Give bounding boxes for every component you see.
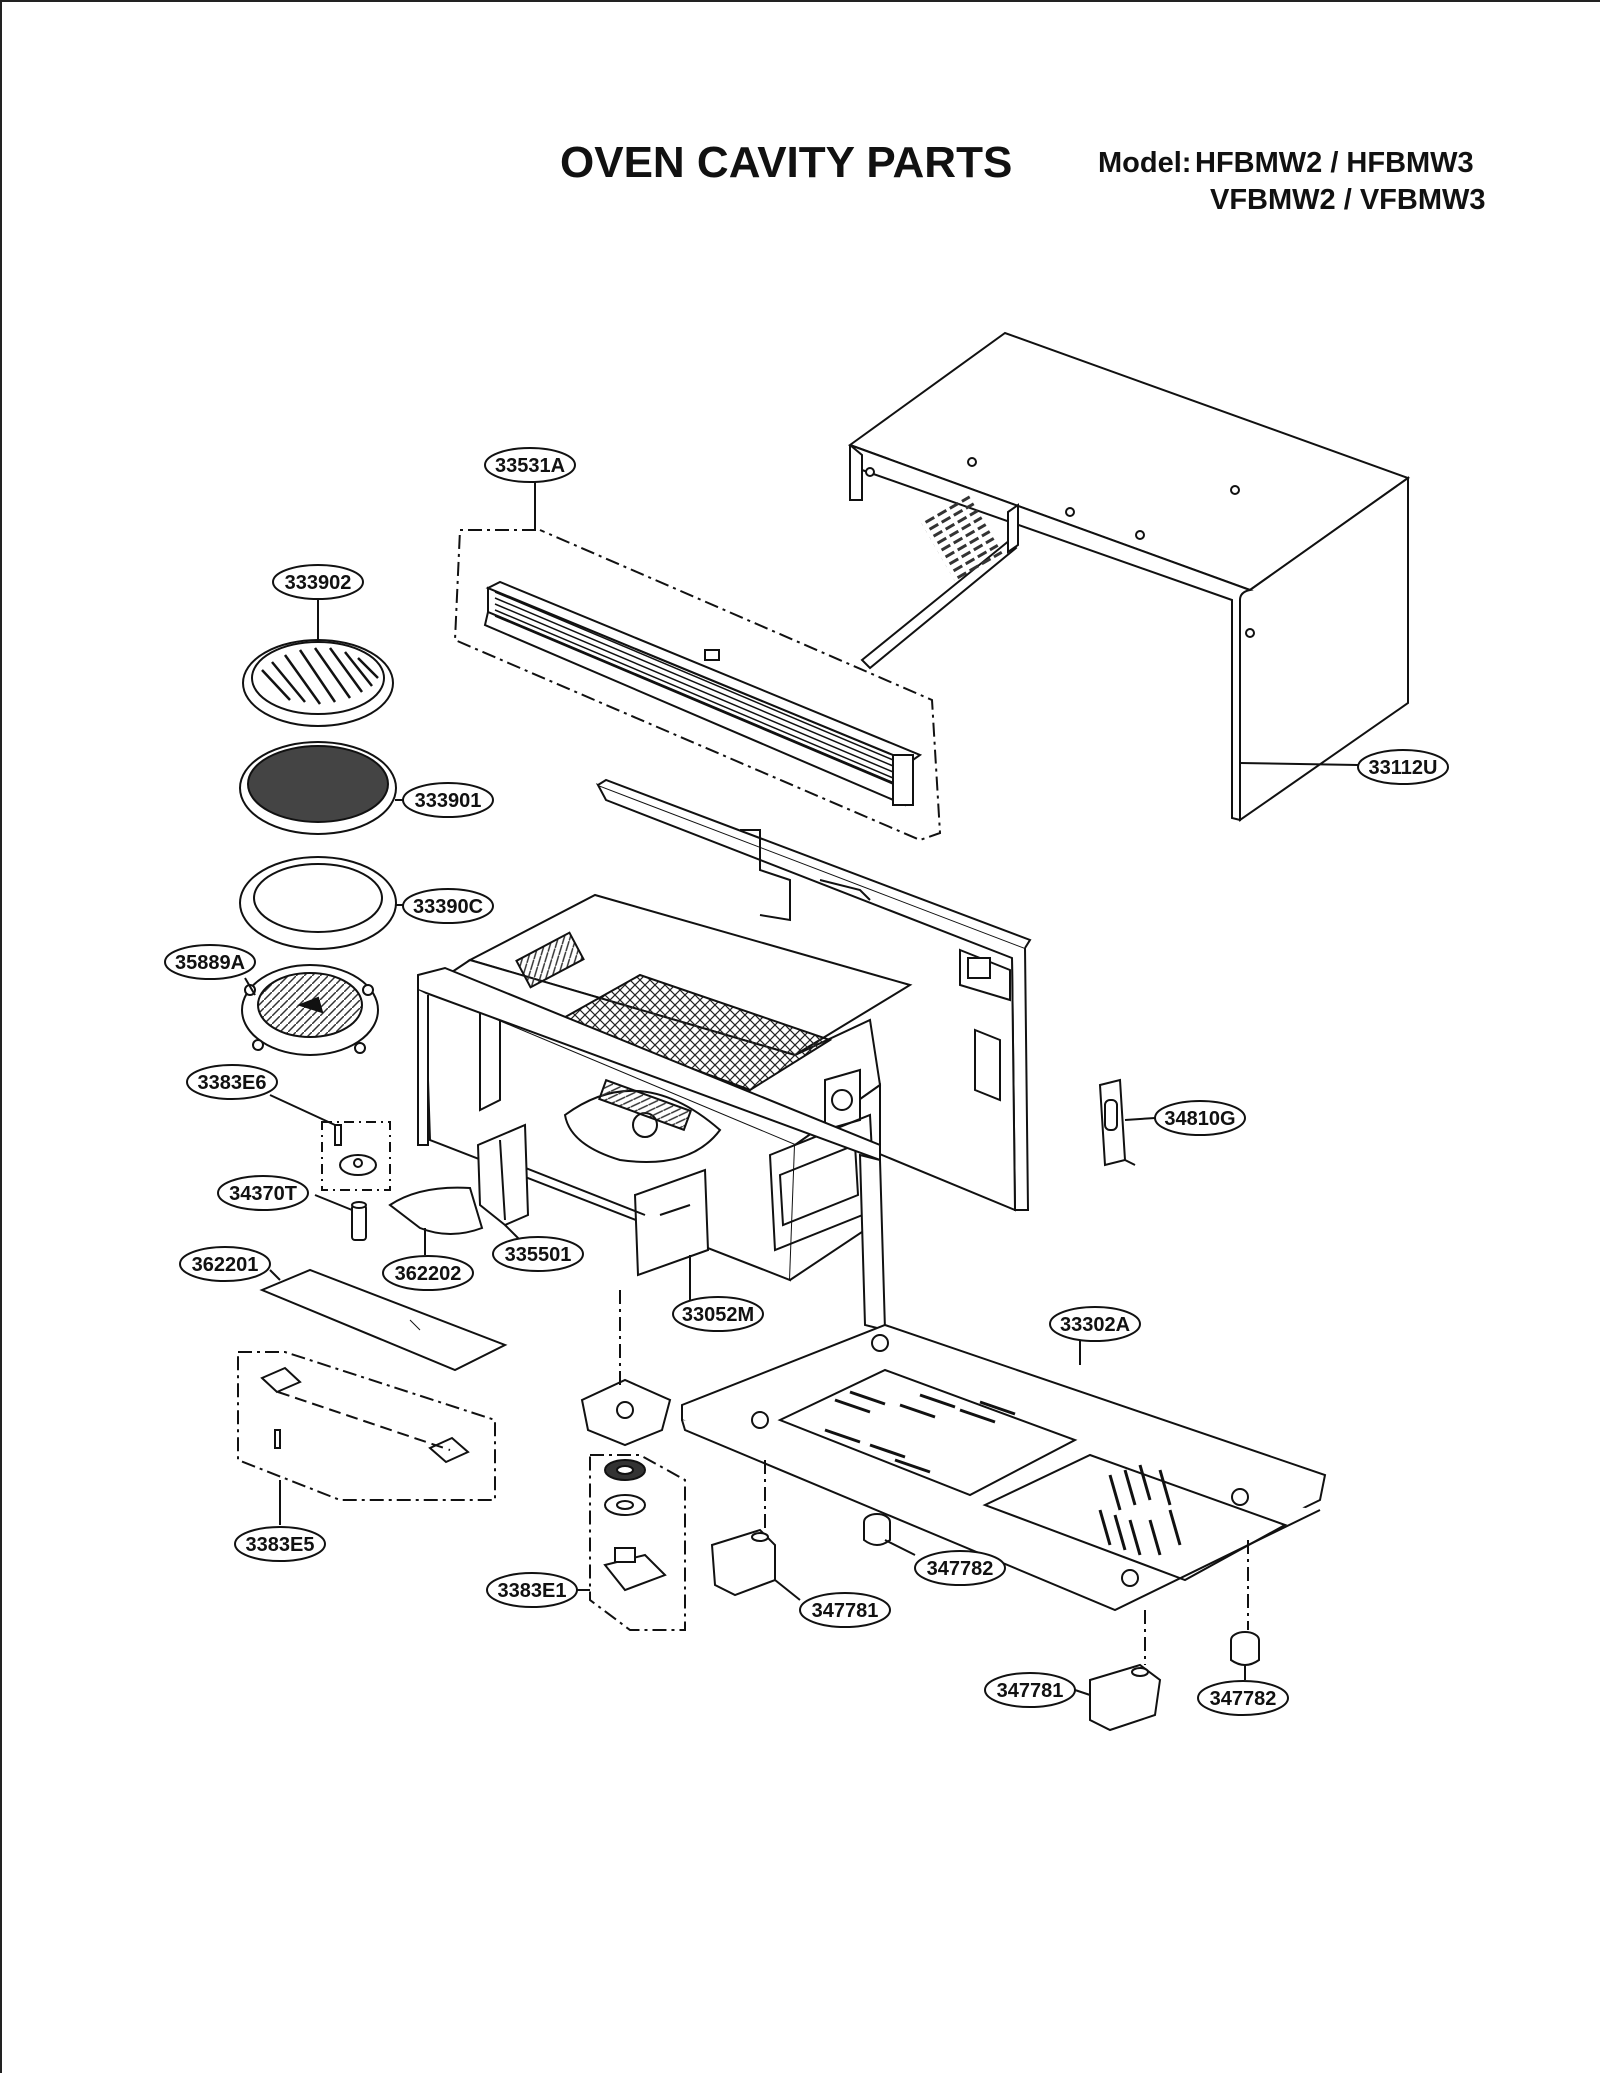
callouts [164, 447, 1449, 1716]
callout-bubble [1357, 749, 1449, 785]
callout-bubble [272, 564, 364, 600]
sensor-34810G [1098, 1078, 1136, 1167]
callout-bubble [914, 1550, 1006, 1586]
label-34370T: 34370T [229, 1183, 297, 1205]
stirrer-cover-362201 [259, 1268, 508, 1372]
callout-bubble [234, 1526, 326, 1562]
callout-bubble [1197, 1680, 1289, 1716]
waveguide-cover-362202 [388, 1186, 484, 1235]
callout-bubble [186, 1064, 278, 1100]
foot-347782-left [863, 1513, 891, 1546]
glass-tray-33390C [239, 856, 397, 950]
callout-bubble [402, 782, 494, 818]
foot-347781-right [1089, 1663, 1162, 1732]
motor-dash-box [589, 1454, 686, 1631]
shaft-34370T [351, 1201, 367, 1241]
label-347781-left: 347781 [812, 1600, 879, 1622]
page-border-left [0, 0, 2, 2073]
crisper-tray-333901 [239, 741, 397, 835]
callout-labels: 33531A 333902 333901 33390C 35889A 3383E… [175, 455, 1438, 1710]
coupler-dash-box [321, 1121, 391, 1191]
outer-cabinet [847, 331, 1411, 822]
label-333901: 333901 [415, 790, 482, 812]
plate-parts-3383E5 [260, 1366, 470, 1464]
grille-dash-outline [453, 475, 942, 842]
front-frame-33052M [417, 966, 887, 1332]
grill-rack-333902 [242, 639, 394, 727]
label-347781-right: 347781 [997, 1680, 1064, 1702]
callout-bubble [382, 1255, 474, 1291]
label-35889A: 35889A [175, 952, 245, 974]
callout-bubble [1049, 1306, 1141, 1342]
foot-347781-left [710, 1528, 776, 1597]
label-3383E1: 3383E1 [498, 1580, 567, 1602]
leader-lines [244, 483, 1359, 1696]
callout-bubble [217, 1175, 309, 1211]
callout-bubble [672, 1296, 764, 1332]
model-label: Model: [1098, 147, 1192, 179]
label-33302A: 33302A [1060, 1314, 1130, 1336]
callout-bubble [1154, 1100, 1246, 1136]
callout-bubble [492, 1236, 584, 1272]
callout-bubble [486, 1572, 578, 1608]
label-3383E5: 3383E5 [246, 1534, 315, 1556]
base-plate-33302A [681, 1323, 1327, 1612]
callout-bubble [164, 944, 256, 980]
model-line-1: HFBMW2 / HFBMW3 [1195, 147, 1474, 179]
callout-bubble [984, 1672, 1076, 1708]
model-line-2: VFBMW2 / VFBMW3 [1210, 184, 1486, 216]
label-34810G: 34810G [1164, 1108, 1235, 1130]
label-333902: 333902 [285, 572, 352, 594]
callout-bubble [799, 1592, 891, 1628]
callout-bubble [484, 447, 576, 483]
turntable-motor-3383E1 [580, 1378, 672, 1592]
coupler-3383E6 [334, 1124, 377, 1176]
diagram-title: OVEN CAVITY PARTS [560, 138, 1013, 187]
label-335501: 335501 [505, 1244, 572, 1266]
foot-347782-right [1230, 1631, 1260, 1666]
cavity-back-panel [595, 778, 1032, 1212]
label-347782-right: 347782 [1210, 1688, 1277, 1710]
label-347782-left: 347782 [927, 1558, 994, 1580]
plate-dash-box [237, 1351, 496, 1501]
bracket-335501 [476, 1123, 530, 1227]
callout-bubble [179, 1246, 271, 1282]
label-33390C: 33390C [413, 896, 483, 918]
label-33531A: 33531A [495, 455, 565, 477]
label-33112U: 33112U [1369, 757, 1438, 779]
label-3383E6: 3383E6 [198, 1072, 267, 1094]
label-362201: 362201 [192, 1254, 259, 1276]
page-border-top [0, 0, 1600, 2]
callout-bubble [402, 888, 494, 924]
label-362202: 362202 [395, 1263, 462, 1285]
label-33052M: 33052M [682, 1304, 754, 1326]
vent-grille [483, 580, 923, 807]
roller-ring-35889A [241, 964, 379, 1056]
